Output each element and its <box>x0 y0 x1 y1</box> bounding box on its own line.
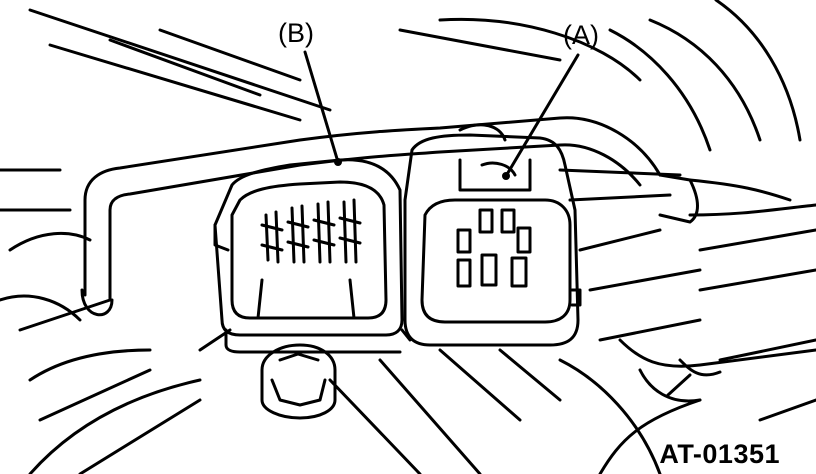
pipe <box>80 116 816 317</box>
bolt <box>260 343 337 420</box>
leader-dots <box>334 158 510 180</box>
figure-id: AT-01351 <box>659 439 780 469</box>
callout-a: (A) <box>563 20 599 50</box>
connector-a <box>400 133 582 347</box>
callout-b: (B) <box>278 18 314 48</box>
bracket <box>618 338 816 403</box>
connector-b <box>213 158 404 354</box>
leader-lines <box>303 50 580 178</box>
